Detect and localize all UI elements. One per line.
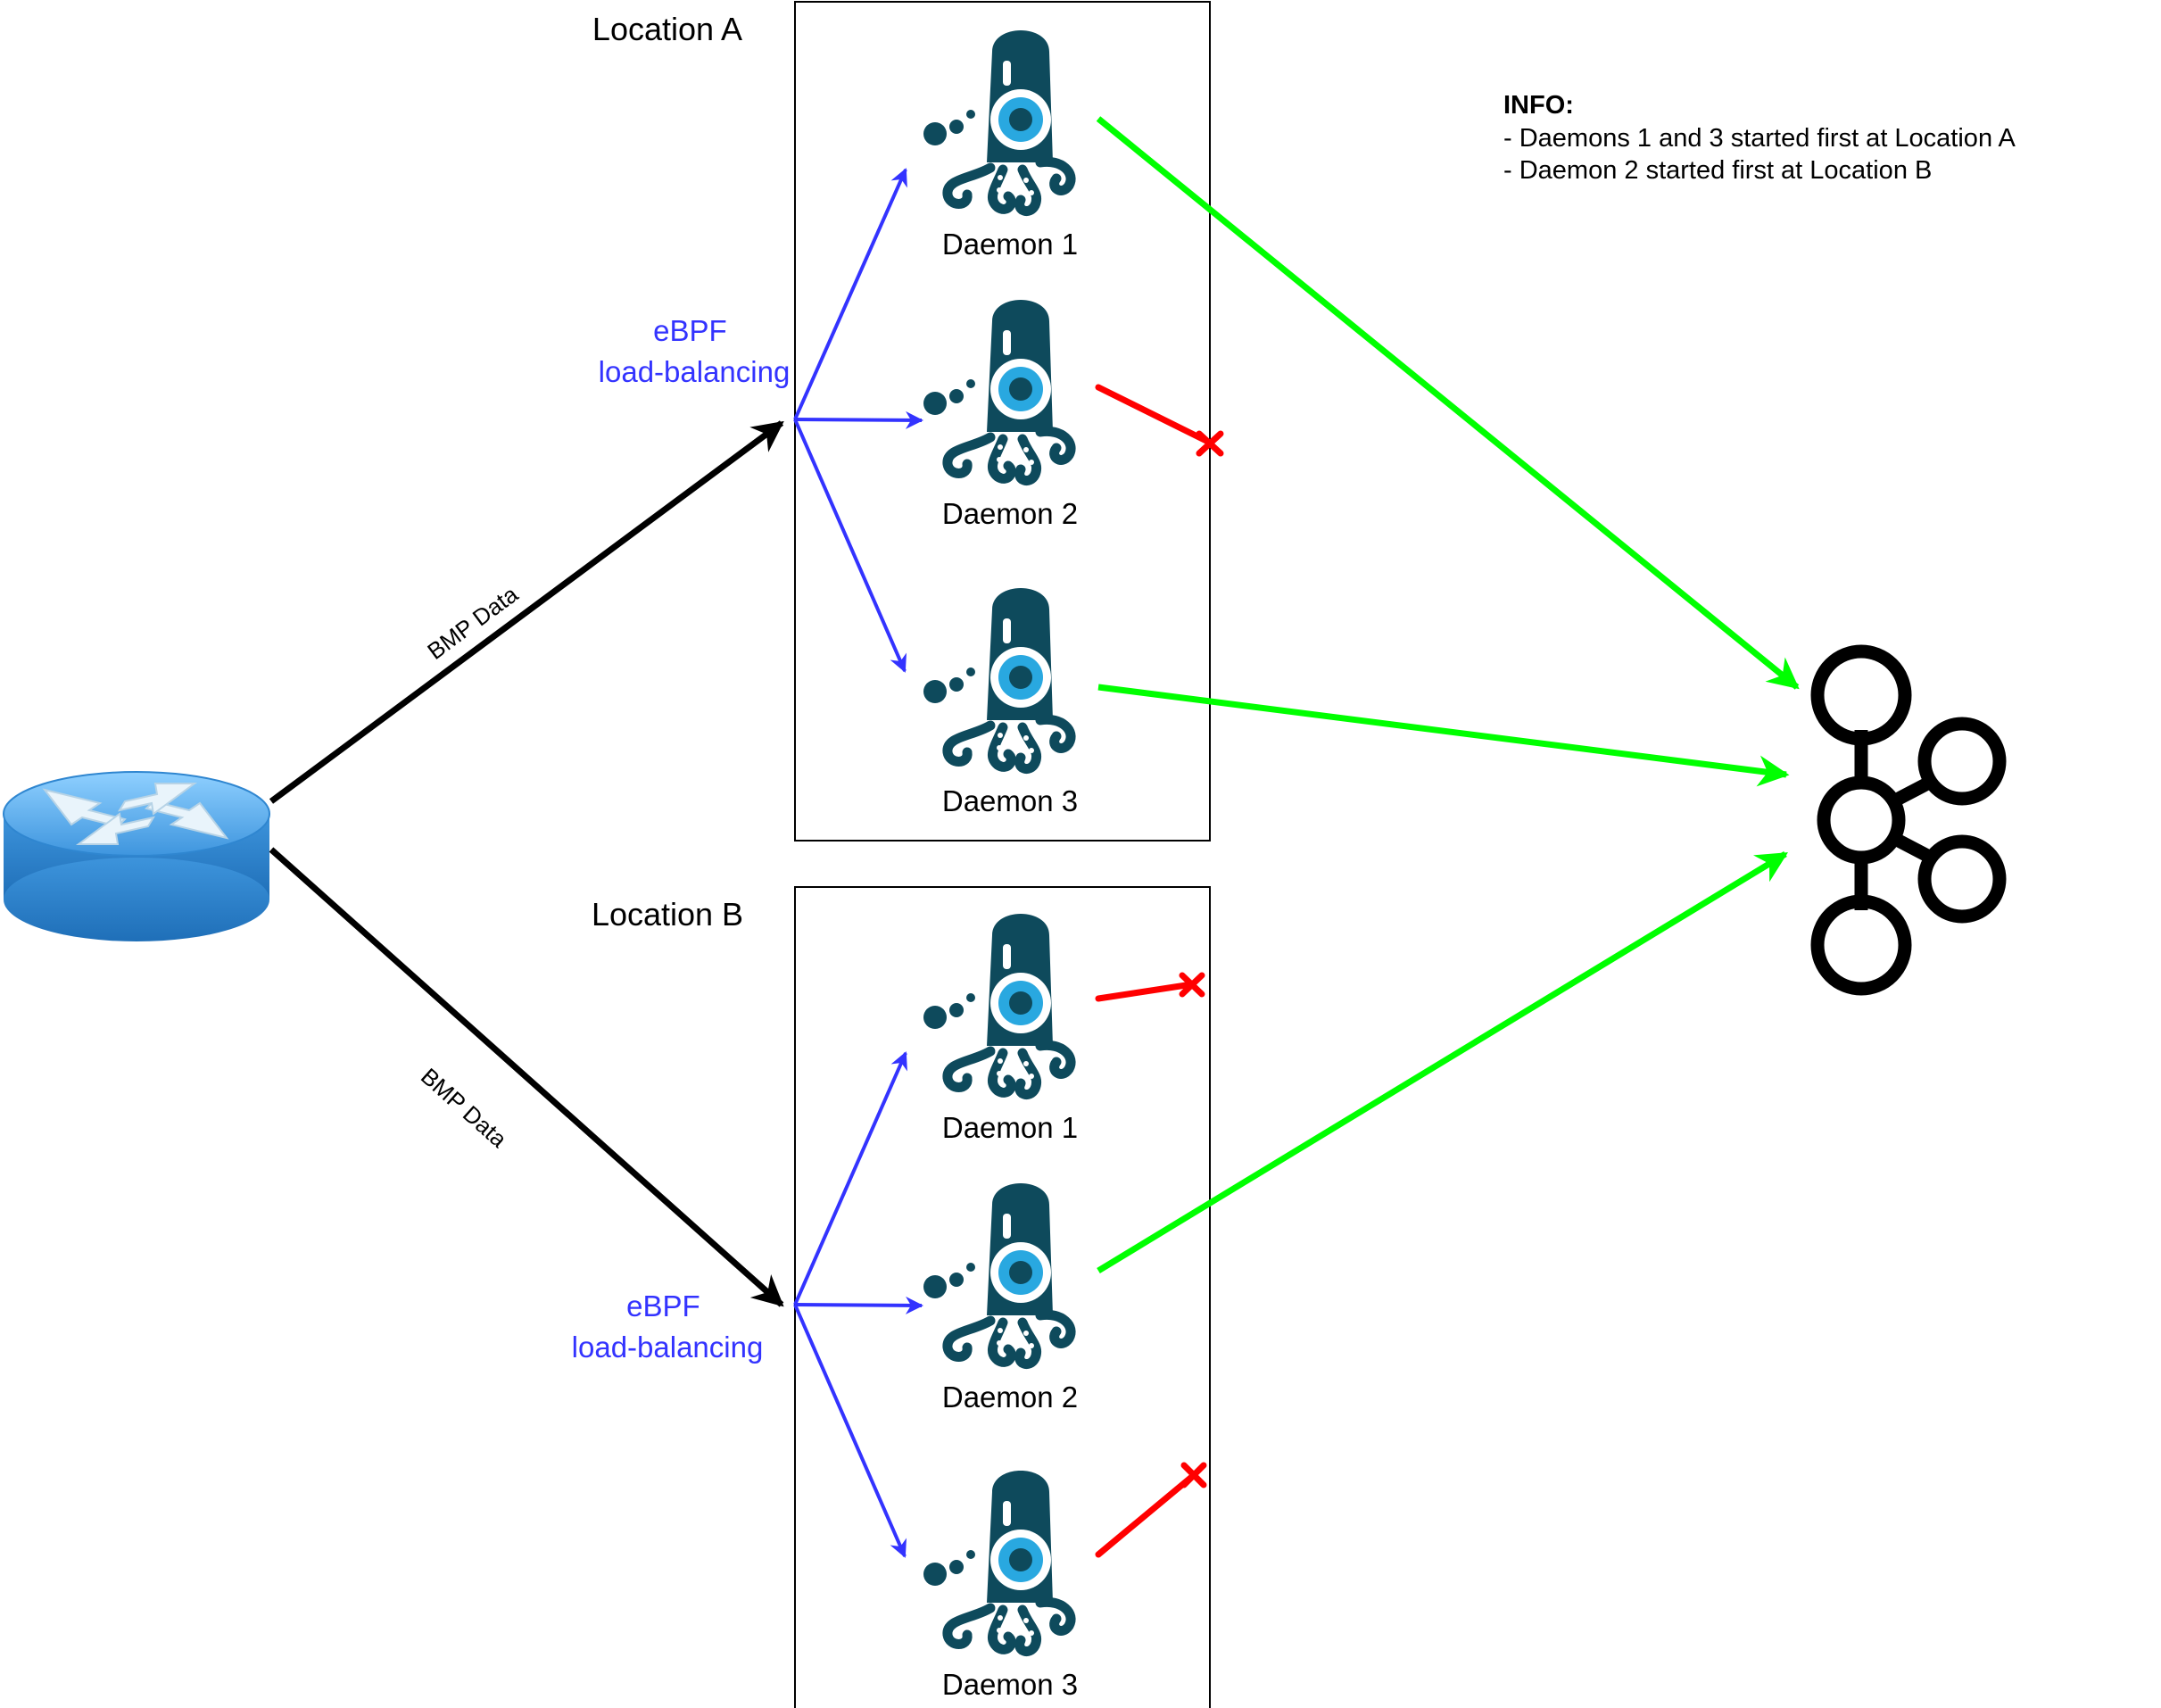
octopus-daemon-icon: [923, 1471, 1071, 1652]
connection-a1-kafka: [1096, 116, 1800, 690]
ebpf-arrows-b: [793, 1051, 923, 1558]
connection-a3-kafka: [1097, 684, 1790, 787]
octopus-daemon-icon: [923, 1183, 1071, 1364]
blocked-connection-b3: [1095, 1462, 1207, 1558]
bmp-label-b: BMP Data: [416, 1063, 512, 1153]
ebpf-arrows-a: [793, 168, 923, 673]
router-icon: [3, 771, 270, 941]
bmp-arrow-b: [269, 847, 784, 1307]
octopus-daemon-icon: [923, 914, 1071, 1095]
bmp-arrow-a: [269, 420, 784, 804]
location-b-label: Location B: [592, 896, 743, 933]
info-line-2: - Daemon 2 started first at Location B: [1503, 156, 1932, 185]
octopus-daemon-icon: [923, 300, 1071, 481]
daemon-label-b1: Daemon 1: [942, 1111, 1078, 1144]
daemon-label-b3: Daemon 3: [942, 1668, 1078, 1701]
octopus-daemon-icon: [923, 30, 1071, 211]
daemon-label-a3: Daemon 3: [942, 784, 1078, 817]
daemon-label-a1: Daemon 1: [942, 228, 1078, 261]
location-a-label: Location A: [592, 11, 742, 47]
connection-b2-kafka: [1097, 851, 1788, 1273]
octopus-daemon-icon: [923, 588, 1071, 769]
daemon-label-b2: Daemon 2: [942, 1380, 1078, 1414]
info-line-1: - Daemons 1 and 3 started first at Locat…: [1503, 124, 2016, 153]
ebpf-label-a: eBPF load-balancing: [599, 314, 791, 388]
daemon-label-a2: Daemon 2: [942, 497, 1078, 530]
ebpf-label-b: eBPF load-balancing: [572, 1289, 764, 1364]
blocked-connection-a2: [1095, 384, 1224, 457]
kafka-icon: [1810, 644, 2007, 996]
blocked-connection-b1: [1095, 972, 1205, 1002]
info-title: INFO:: [1503, 91, 1574, 120]
